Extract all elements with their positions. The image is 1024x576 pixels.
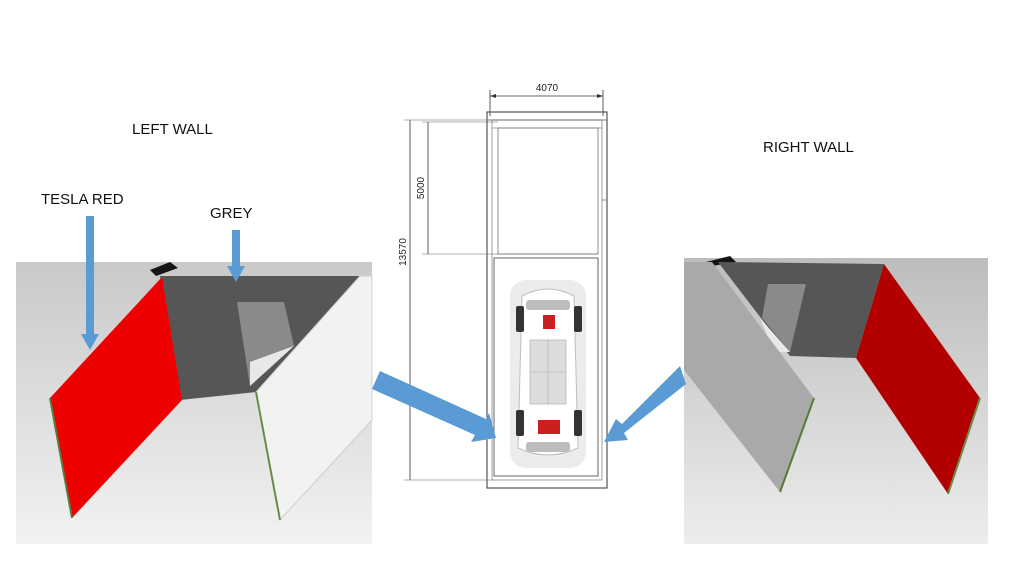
room-outline bbox=[486, 111, 608, 489]
right-red-wall bbox=[856, 264, 980, 494]
right-side-wall bbox=[684, 262, 814, 492]
car-bay bbox=[493, 257, 599, 477]
right-wall-title: RIGHT WALL bbox=[763, 139, 854, 156]
wheel bbox=[574, 306, 582, 332]
left-red-wall bbox=[50, 277, 182, 518]
car-chassis bbox=[510, 280, 586, 468]
rear-motor bbox=[538, 420, 560, 434]
left-dark-edge bbox=[150, 262, 178, 276]
upper-dim-label: 5000 bbox=[416, 176, 427, 199]
right-dark-edge bbox=[706, 256, 736, 266]
grey-callout-arrow bbox=[227, 230, 245, 282]
left-white-wall bbox=[255, 275, 373, 522]
wheel bbox=[516, 410, 524, 436]
right-pointer-arrow bbox=[604, 366, 686, 442]
left-wall-render bbox=[16, 216, 373, 544]
grey-label: GREY bbox=[210, 205, 253, 222]
right-grey-wall bbox=[718, 262, 884, 358]
width-dim-label: 4070 bbox=[536, 83, 559, 94]
total-dim-label: 13570 bbox=[398, 238, 409, 266]
floor-plan: 4070 5000 13570 bbox=[398, 83, 608, 489]
tesla-red-callout-arrow bbox=[81, 216, 99, 350]
left-wall-title: LEFT WALL bbox=[132, 121, 213, 138]
wheel bbox=[516, 306, 524, 332]
left-pointer-arrow bbox=[372, 371, 496, 442]
right-wall-render bbox=[684, 256, 988, 544]
right-wall-opening bbox=[762, 284, 806, 352]
upper-room bbox=[497, 127, 599, 255]
front-motor bbox=[543, 315, 555, 329]
wheel bbox=[574, 410, 582, 436]
tesla-red-label: TESLA RED bbox=[41, 191, 124, 208]
